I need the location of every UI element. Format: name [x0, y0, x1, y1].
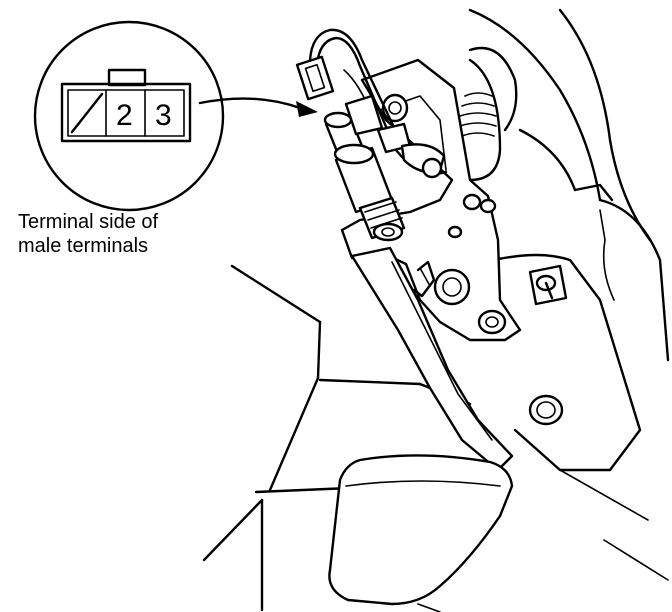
connector-face [67, 89, 185, 137]
callout-circle [33, 20, 225, 212]
caption-line-2: male terminals [18, 235, 149, 257]
terminal-cavity-1-empty [70, 92, 104, 134]
clutch-switch [323, 111, 406, 242]
switch-connector-harness [295, 28, 448, 179]
callout-caption: Terminal side of male terminals [18, 210, 238, 258]
switch-connector [295, 55, 335, 101]
terminal-3-label: 3 [155, 99, 172, 132]
caption-line-1: Terminal side of [18, 211, 159, 233]
connector-housing [60, 82, 192, 143]
pointer-arrow [198, 97, 318, 117]
dash-structure [459, 8, 670, 472]
connector-lock-tab [107, 68, 147, 87]
clutch-pedal-pad [328, 454, 514, 612]
connector-callout: 2 3 [33, 20, 225, 212]
clutch-pedal-arm [350, 246, 514, 472]
terminal-2-label: 2 [116, 99, 133, 132]
